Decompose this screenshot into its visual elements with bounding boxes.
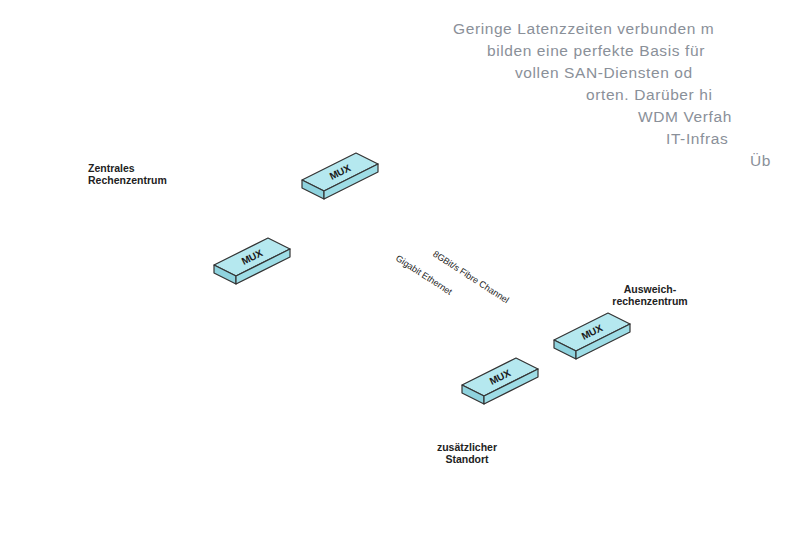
fiber-cable xyxy=(185,112,712,528)
network-switch xyxy=(600,357,665,402)
link-label: 8GBit/s Fibre Channel xyxy=(430,248,511,306)
body-text: bilden eine perfekte Basis für xyxy=(487,42,705,60)
building-window xyxy=(354,438,376,462)
body-text-line: bilden eine perfekte Basis für xyxy=(487,42,705,60)
fiber-link xyxy=(324,200,552,344)
body-text-line: Üb xyxy=(750,152,771,170)
site-label: Zentrales Rechenzentrum xyxy=(88,162,168,186)
building-window xyxy=(354,350,376,374)
body-text: Geringe Latenzzeiten verbunden m xyxy=(453,20,714,38)
building-window xyxy=(384,372,406,396)
site-label-box: Zentrales Rechenzentrum xyxy=(88,162,168,186)
site-label: Ausweich- rechenzentrum xyxy=(612,283,688,307)
body-text-line: WDM Verfah xyxy=(638,108,732,126)
platform-outline xyxy=(510,232,795,440)
network-switch xyxy=(225,122,290,170)
mux-front xyxy=(462,385,484,404)
server-tower xyxy=(390,407,435,492)
building-window xyxy=(384,350,406,374)
body-text-line: vollen SAN-Diensten od xyxy=(515,64,693,82)
platform-outline xyxy=(36,51,444,314)
body-text: WDM Verfah xyxy=(638,108,732,126)
body-text: Üb xyxy=(750,152,771,170)
site-platform: Zentrales RechenzentrumMUXMUX xyxy=(35,50,445,315)
platform-outline xyxy=(345,365,795,533)
building-window xyxy=(384,416,406,440)
building-window xyxy=(354,416,376,440)
building-window xyxy=(354,328,376,352)
site-label-box: zusätzlicher Standort xyxy=(434,441,500,465)
body-text-line: orten. Darüber hi xyxy=(586,86,713,104)
body-text: IT-Infras xyxy=(666,130,728,148)
site-platform: zusätzlicher StandortMUX xyxy=(345,365,795,533)
body-text-line: IT-Infras xyxy=(666,130,728,148)
link-label-box: 8GBit/s Fibre Channel xyxy=(430,248,511,306)
building-window xyxy=(354,372,376,396)
fiber-link xyxy=(236,285,460,389)
mux-device: MUX xyxy=(212,235,292,285)
body-text: orten. Darüber hi xyxy=(586,86,713,104)
mux-device: MUX xyxy=(552,310,632,360)
fiber-strands xyxy=(184,150,622,420)
office-building xyxy=(350,305,410,480)
building-window xyxy=(354,394,376,418)
body-text: vollen SAN-Diensten od xyxy=(515,64,693,82)
server-tower xyxy=(195,15,252,115)
mux-front xyxy=(554,340,576,359)
body-text-line: Geringe Latenzzeiten verbunden m xyxy=(453,20,714,38)
site-label: zusätzlicher Standort xyxy=(434,441,500,465)
mux-device: MUX xyxy=(300,150,380,200)
building-window xyxy=(384,394,406,418)
mux-front xyxy=(302,180,324,199)
site-label-box: Ausweich- rechenzentrum xyxy=(612,283,688,307)
mux-front xyxy=(214,265,236,284)
server-tower xyxy=(705,267,765,368)
building-window xyxy=(384,328,406,352)
network-switch xyxy=(495,410,560,455)
building-window xyxy=(384,438,406,462)
site-platform: Ausweich- rechenzentrumMUX xyxy=(510,232,795,440)
mux-device: MUX xyxy=(460,355,540,405)
platform-outline xyxy=(511,233,795,439)
server-tower xyxy=(275,10,332,125)
